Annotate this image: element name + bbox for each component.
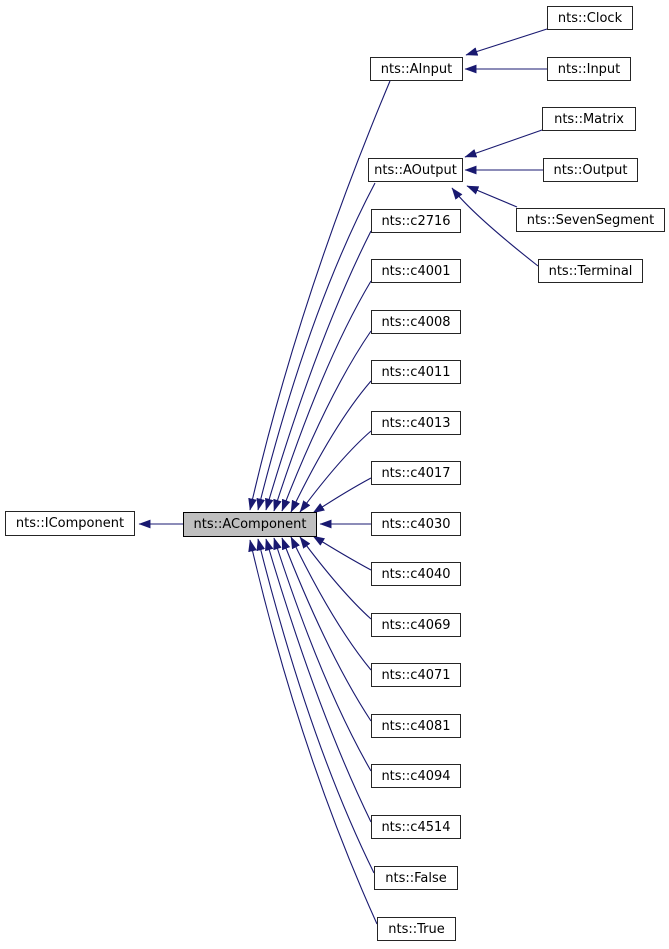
edge-sevensegment-to-aoutput <box>466 185 518 208</box>
node-nts-true[interactable]: nts::True <box>377 917 456 941</box>
node-nts-c4011[interactable]: nts::c4011 <box>371 360 461 384</box>
node-nts-false[interactable]: nts::False <box>374 866 458 890</box>
edge-c4081-to-acomponent <box>281 537 372 722</box>
edge-terminal-to-aoutput <box>451 187 539 267</box>
node-nts-icomponent[interactable]: nts::IComponent <box>5 511 135 536</box>
edge-c4017-to-acomponent <box>312 477 372 514</box>
edge-matrix-to-aoutput <box>464 129 543 158</box>
node-nts-ainput[interactable]: nts::AInput <box>370 57 463 81</box>
node-nts-c4069[interactable]: nts::c4069 <box>371 613 461 637</box>
node-nts-c4094[interactable]: nts::c4094 <box>371 764 461 788</box>
node-nts-aoutput[interactable]: nts::AOutput <box>368 158 463 182</box>
node-nts-sevensegment[interactable]: nts::SevenSegment <box>516 208 665 232</box>
edge-c4011-to-acomponent <box>290 380 372 513</box>
edge-true-to-acomponent <box>248 539 378 925</box>
node-nts-input[interactable]: nts::Input <box>547 57 631 81</box>
edge-c4514-to-acomponent <box>265 538 372 823</box>
edge-false-to-acomponent <box>256 538 375 874</box>
edge-clock-to-ainput <box>465 28 548 56</box>
edge-ainput-to-acomponent <box>248 80 391 511</box>
edge-c2716-to-acomponent <box>265 230 372 511</box>
node-nts-acomponent: nts::AComponent <box>183 512 317 537</box>
edge-c4001-to-acomponent <box>273 280 372 512</box>
edge-c4069-to-acomponent <box>299 536 372 620</box>
node-nts-c4001[interactable]: nts::c4001 <box>371 259 461 283</box>
node-nts-clock[interactable]: nts::Clock <box>547 6 633 30</box>
node-nts-c4030[interactable]: nts::c4030 <box>371 512 461 536</box>
node-nts-terminal[interactable]: nts::Terminal <box>538 259 643 283</box>
node-nts-c4071[interactable]: nts::c4071 <box>371 663 461 687</box>
node-nts-c4081[interactable]: nts::c4081 <box>371 714 461 738</box>
node-nts-c4040[interactable]: nts::c4040 <box>371 562 461 586</box>
edge-c4008-to-acomponent <box>281 330 372 512</box>
edge-c4094-to-acomponent <box>273 537 372 772</box>
node-nts-c4013[interactable]: nts::c4013 <box>371 411 461 435</box>
node-nts-output[interactable]: nts::Output <box>543 158 638 182</box>
node-nts-c4514[interactable]: nts::c4514 <box>371 815 461 839</box>
edge-c4071-to-acomponent <box>290 536 372 671</box>
node-nts-c4008[interactable]: nts::c4008 <box>371 310 461 334</box>
node-nts-matrix[interactable]: nts::Matrix <box>542 107 636 131</box>
edge-group <box>138 28 548 925</box>
edge-aoutput-to-acomponent <box>256 182 376 511</box>
edge-c4040-to-acomponent <box>312 535 372 571</box>
edge-c4013-to-acomponent <box>299 430 372 513</box>
node-nts-c2716[interactable]: nts::c2716 <box>371 209 461 233</box>
node-nts-c4017[interactable]: nts::c4017 <box>371 461 461 485</box>
